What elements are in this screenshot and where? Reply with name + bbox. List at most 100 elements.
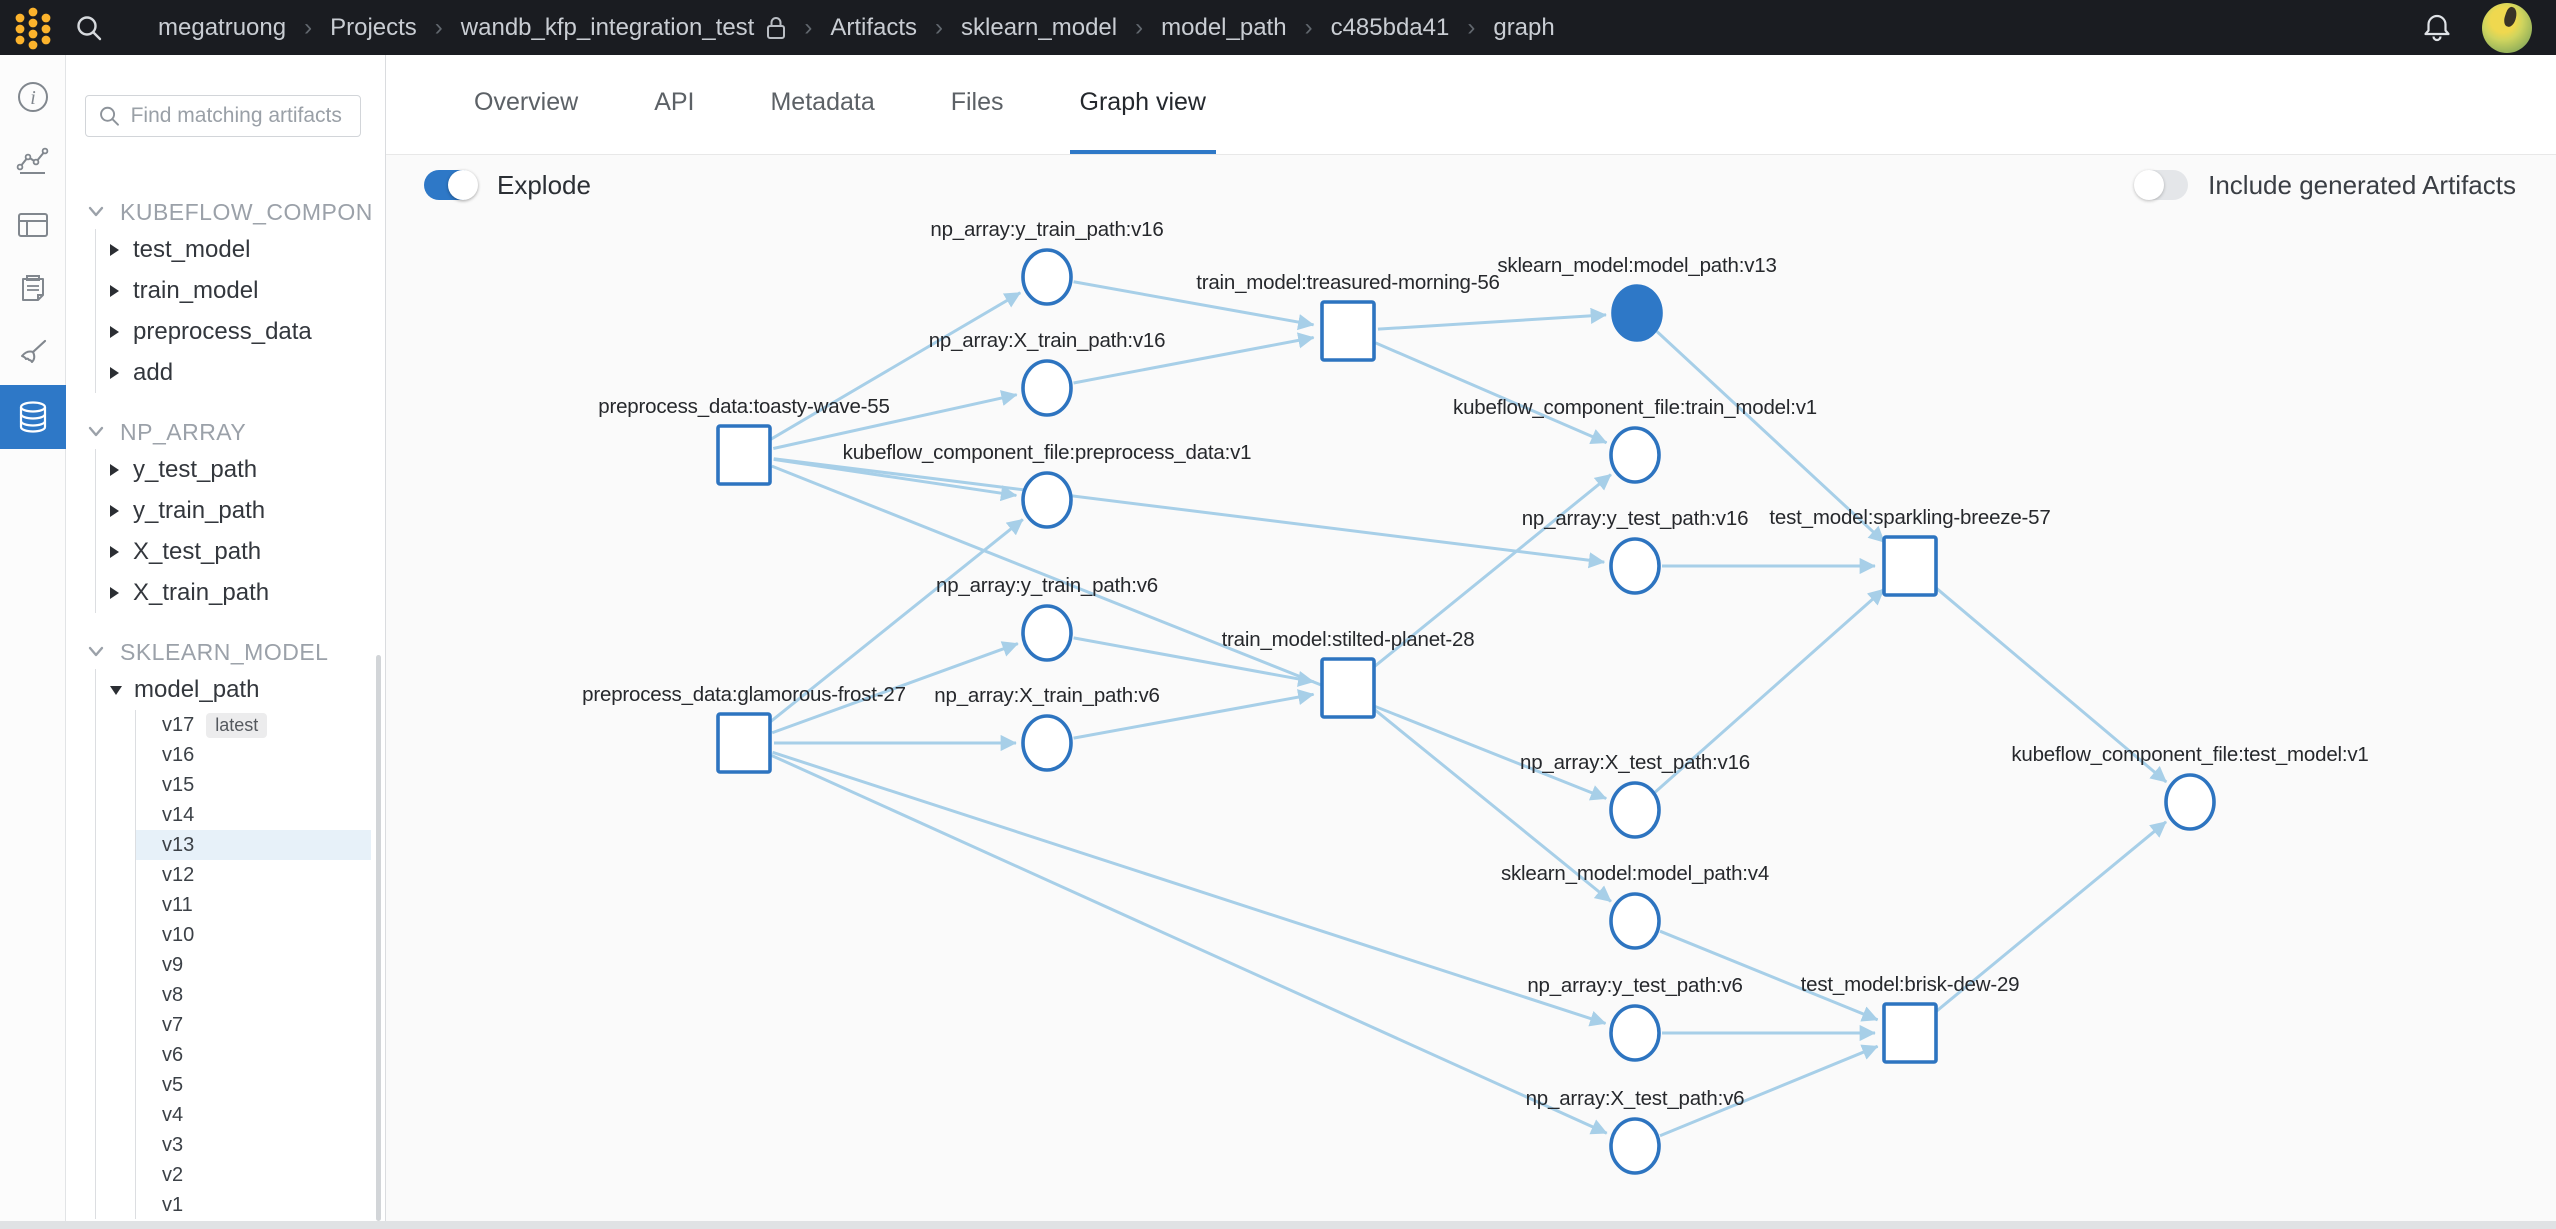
edge-x_test6-brisk <box>1659 1044 1879 1138</box>
tree-item-label: X_test_path <box>133 537 262 565</box>
tree-item-y_train_path[interactable]: y_train_path <box>110 490 371 531</box>
graph-node-sparkling[interactable] <box>1882 535 1938 597</box>
graph-node-y_train16[interactable] <box>1021 248 1073 306</box>
graph-node-pre_file[interactable] <box>1021 471 1073 529</box>
version-item-v13[interactable]: v13 <box>136 830 371 860</box>
tree-item-test_model[interactable]: test_model <box>110 229 371 270</box>
breadcrumb-item[interactable]: megatruong <box>158 13 287 41</box>
graph-node-y_test16[interactable] <box>1609 537 1661 595</box>
artifact-sidebar: KUBEFLOW_COMPONENT... test_model train_mod… <box>66 55 386 1229</box>
edge-x_test16-sparkling <box>1654 588 1885 794</box>
sidebar-scrollbar[interactable] <box>376 655 381 1221</box>
version-item-v9[interactable]: v9 <box>136 950 371 980</box>
graph-labels: preprocess_data:toasty-wave-55preprocess… <box>582 218 2369 1110</box>
global-search-button[interactable] <box>66 0 112 55</box>
breadcrumb-item[interactable]: c485bda41 <box>1330 13 1450 41</box>
tree-item-label: train_model <box>133 276 259 304</box>
bell-icon[interactable] <box>2420 11 2454 45</box>
tree-section-header[interactable]: KUBEFLOW_COMPONENT... <box>88 195 371 229</box>
graph-node-model13[interactable] <box>1611 284 1663 342</box>
tree-section-header[interactable]: SKLEARN_MODEL <box>88 635 371 669</box>
graph-node-x_train16[interactable] <box>1021 359 1073 417</box>
avatar[interactable] <box>2482 2 2532 53</box>
breadcrumb-item[interactable]: sklearn_model <box>961 13 1118 41</box>
breadcrumb-separator: › <box>1304 13 1313 41</box>
version-label: v4 <box>162 1103 184 1126</box>
breadcrumb-item[interactable]: Artifacts <box>830 13 918 41</box>
tree-item-label: test_model <box>133 235 251 263</box>
graph-node-stilted[interactable] <box>1320 657 1376 719</box>
tab-files[interactable]: Files <box>950 88 1004 116</box>
version-item-v15[interactable]: v15 <box>136 770 371 800</box>
tab-metadata[interactable]: Metadata <box>770 88 875 116</box>
tree-item-preprocess_data[interactable]: preprocess_data <box>110 311 371 352</box>
tree-item-model_path[interactable]: model_path <box>110 669 371 710</box>
version-item-v14[interactable]: v14 <box>136 800 371 830</box>
version-label: v10 <box>162 923 195 946</box>
version-label: v16 <box>162 743 195 766</box>
version-item-v7[interactable]: v7 <box>136 1010 371 1040</box>
breadcrumb-separator: › <box>935 13 944 41</box>
graph-node-x_test16[interactable] <box>1609 781 1661 839</box>
tree-section-header[interactable]: NP_ARRAY <box>88 415 371 449</box>
include-generated-toggle[interactable] <box>2134 170 2189 200</box>
breadcrumb-item[interactable]: graph <box>1493 13 1555 41</box>
rail-item-reports[interactable] <box>0 257 66 321</box>
graph-node-test_file[interactable] <box>2164 773 2216 831</box>
graph-node-treasured[interactable] <box>1320 300 1376 362</box>
graph-node-model4[interactable] <box>1609 892 1661 950</box>
graph-node-train_file[interactable] <box>1609 426 1661 484</box>
version-label: v9 <box>162 953 184 976</box>
tree-item-X_test_path[interactable]: X_test_path <box>110 531 371 572</box>
edge-glamorous-pre_file <box>766 518 1024 726</box>
chevron-down-icon <box>88 646 104 658</box>
search-input[interactable] <box>130 104 348 128</box>
version-item-v2[interactable]: v2 <box>136 1160 371 1190</box>
version-item-v8[interactable]: v8 <box>136 980 371 1010</box>
rail-item-charts[interactable] <box>0 129 66 193</box>
edge-toasty-pre_file <box>773 457 1018 502</box>
rail-item-sweeps[interactable] <box>0 321 66 385</box>
horizontal-scrollbar[interactable] <box>0 1221 2556 1229</box>
graph-node-x_test6[interactable] <box>1609 1117 1661 1175</box>
tree-item-train_model[interactable]: train_model <box>110 270 371 311</box>
version-item-v11[interactable]: v11 <box>136 890 371 920</box>
tab-overview[interactable]: Overview <box>474 88 579 116</box>
version-item-v3[interactable]: v3 <box>136 1130 371 1160</box>
artifact-search[interactable] <box>85 95 361 137</box>
graph-node-toasty[interactable] <box>716 424 772 486</box>
tab-api[interactable]: API <box>654 88 695 116</box>
graph-node-brisk[interactable] <box>1882 1002 1938 1064</box>
rail-item-tables[interactable] <box>0 193 66 257</box>
graph-node-x_train6[interactable] <box>1021 714 1073 772</box>
wandb-logo[interactable] <box>0 0 66 55</box>
graph-node-glamorous[interactable] <box>716 712 772 774</box>
triangle-right-icon <box>110 504 119 517</box>
version-item-v5[interactable]: v5 <box>136 1070 371 1100</box>
edge-sparkling-test_file <box>1931 584 2168 784</box>
version-item-v16[interactable]: v16 <box>136 740 371 770</box>
tree-section-label: NP_ARRAY <box>120 418 247 445</box>
edge-treasured-model13 <box>1377 307 1607 331</box>
edge-model13-sparkling <box>1655 330 1886 544</box>
graph-node-y_train6[interactable] <box>1021 604 1073 662</box>
explode-toggle[interactable] <box>424 170 478 200</box>
graph-node-y_test6[interactable] <box>1609 1004 1661 1062</box>
rail-item-artifacts[interactable] <box>0 385 66 449</box>
version-item-v4[interactable]: v4 <box>136 1100 371 1130</box>
tree-item-y_test_path[interactable]: y_test_path <box>110 449 371 490</box>
tree-item-X_train_path[interactable]: X_train_path <box>110 572 371 613</box>
breadcrumb-item[interactable]: Projects <box>330 13 417 41</box>
version-item-v1[interactable]: v1 <box>136 1190 371 1219</box>
version-item-v6[interactable]: v6 <box>136 1040 371 1070</box>
breadcrumb-item[interactable]: model_path <box>1161 13 1287 41</box>
tab-graph-view[interactable]: Graph view <box>1069 55 1216 154</box>
graph-node-label: train_model:treasured-morning-56 <box>1196 271 1500 294</box>
wandb-dots-icon <box>15 7 51 49</box>
version-item-v12[interactable]: v12 <box>136 860 371 890</box>
breadcrumb-item[interactable]: wandb_kfp_integration_test <box>460 13 755 41</box>
rail-item-overview[interactable]: i <box>0 65 66 129</box>
tree-item-add[interactable]: add <box>110 352 371 393</box>
version-item-v10[interactable]: v10 <box>136 920 371 950</box>
